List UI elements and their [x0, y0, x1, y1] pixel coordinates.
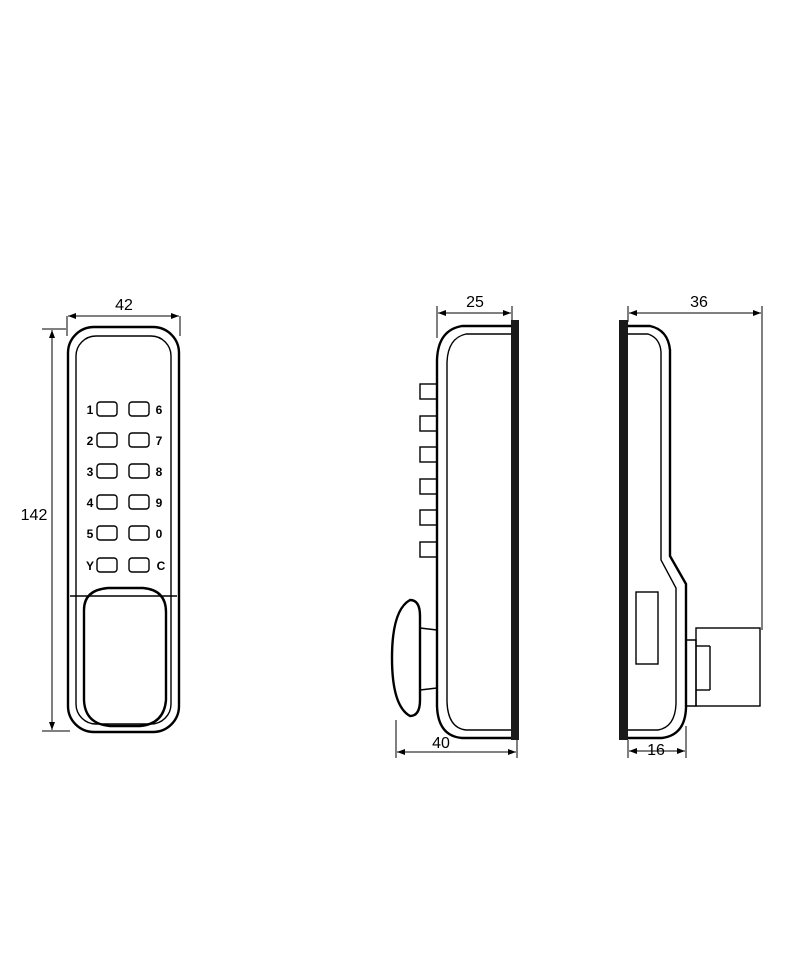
side-body	[435, 324, 511, 740]
rear-body	[628, 324, 688, 740]
key-button-y[interactable]	[96, 557, 118, 573]
key-label-left-1: 1	[87, 403, 94, 417]
key-label-right-3: 8	[156, 465, 163, 479]
key-button-6[interactable]	[128, 401, 150, 417]
key-button-1[interactable]	[96, 401, 118, 417]
rear-top-dimension: 36	[627, 294, 763, 630]
key-button-9[interactable]	[128, 494, 150, 510]
side-buttons	[419, 383, 438, 558]
key-button-c[interactable]	[128, 557, 150, 573]
front-width-label: 42	[115, 297, 133, 314]
key-button-3[interactable]	[96, 463, 118, 479]
keypad: 1 2 3 4 5 Y 6 7 8 9 0 C	[86, 401, 166, 573]
key-button-4[interactable]	[96, 494, 118, 510]
key-label-left-4: 4	[87, 496, 94, 510]
side-knob	[390, 598, 438, 718]
side-view: 25 40	[390, 294, 519, 758]
key-button-7[interactable]	[128, 432, 150, 448]
rear-bottom-label: 16	[647, 742, 665, 759]
key-label-left-6: Y	[86, 559, 94, 573]
front-height-dimension: 142	[21, 328, 70, 732]
side-wall-plate	[511, 320, 519, 740]
key-button-5[interactable]	[96, 525, 118, 541]
side-bottom-label: 40	[432, 735, 450, 752]
side-top-dimension: 25	[436, 294, 513, 338]
key-button-8[interactable]	[128, 463, 150, 479]
front-height-label: 142	[21, 507, 48, 524]
key-label-right-1: 6	[156, 403, 163, 417]
rear-top-label: 36	[690, 294, 708, 311]
key-label-right-6: C	[157, 559, 166, 573]
rear-cylinder	[686, 627, 761, 707]
key-label-right-2: 7	[156, 434, 163, 448]
rear-view: 36 16	[619, 294, 763, 759]
key-button-2[interactable]	[96, 432, 118, 448]
key-label-left-2: 2	[87, 434, 94, 448]
key-label-left-3: 3	[87, 465, 94, 479]
key-label-right-4: 9	[156, 496, 163, 510]
front-width-dimension: 42	[66, 297, 181, 336]
rear-bottom-dimension: 16	[627, 726, 687, 759]
front-knob	[82, 586, 168, 728]
side-bottom-dimension: 40	[395, 720, 518, 758]
key-button-0[interactable]	[128, 525, 150, 541]
front-view: 42 142	[21, 297, 181, 734]
key-label-left-5: 5	[87, 527, 94, 541]
front-body-outer	[66, 325, 181, 734]
rear-wall-plate	[619, 320, 628, 740]
front-body-inner	[75, 335, 172, 725]
side-top-label: 25	[466, 294, 484, 311]
rear-cam-slot	[635, 591, 659, 665]
key-label-right-5: 0	[156, 527, 163, 541]
